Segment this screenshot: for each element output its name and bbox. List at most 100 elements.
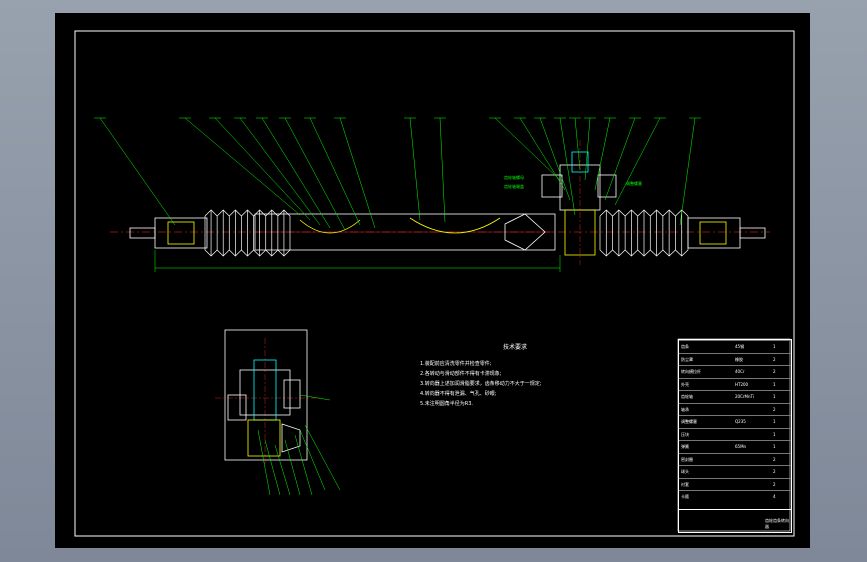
part-name: 防尘罩 <box>681 356 693 362</box>
leader-line <box>604 117 636 201</box>
part-qty: 1 <box>773 419 776 424</box>
part-name: 转向横拉杆 <box>681 369 701 374</box>
title-block-row: 转向横拉杆 40Cr 2 <box>679 365 791 380</box>
part-name: 弹簧 <box>681 444 689 449</box>
leader-line <box>494 117 561 181</box>
title-block-row: 衬套 2 <box>679 477 791 493</box>
title-block-row: 球头 2 <box>679 465 791 480</box>
part-qty: 1 <box>773 431 776 437</box>
part-qty: 2 <box>773 481 776 487</box>
leader-line <box>574 117 581 171</box>
leader-line <box>309 117 361 226</box>
leader-line <box>519 117 566 191</box>
leader-line <box>261 117 331 229</box>
leader-line <box>439 117 446 223</box>
side-label-3: 调整螺塞 <box>626 181 642 186</box>
leader-line <box>99 117 176 226</box>
leader-lines <box>94 117 701 231</box>
part-qty: 2 <box>773 356 776 362</box>
title-block-row: 弹簧 65Mn 1 <box>679 440 791 455</box>
part-material: 橡胶 <box>735 356 743 362</box>
part-qty: 4 <box>773 494 776 499</box>
section-leader-line <box>257 429 271 496</box>
part-qty: 1 <box>773 394 776 399</box>
technical-notes: 技术要求 1.装配前应清洗零件并检查零件; 2.各转动与滑动部件不得有卡滞现象;… <box>420 343 610 409</box>
boot-left <box>204 209 291 257</box>
rack-housing <box>254 213 556 251</box>
part-name: 外壳 <box>681 381 689 387</box>
part-name: 球头 <box>681 469 689 474</box>
title-block-row: 轴承 2 <box>679 402 791 418</box>
section-leader-line <box>299 429 326 491</box>
leader-line <box>539 117 571 201</box>
part-name: 齿轮轴 <box>681 394 693 399</box>
note-line: 2.各转动与滑动部件不得有卡滞现象; <box>420 371 502 377</box>
leader-line <box>339 117 376 229</box>
leader-line <box>594 117 611 191</box>
tie-rod-end-right <box>687 217 766 249</box>
part-name: 卡箍 <box>681 494 689 499</box>
part-qty: 1 <box>773 444 776 449</box>
note-line: 5.未注明圆角半径为R3. <box>420 401 474 407</box>
part-material: 20CrMnTi <box>735 394 754 399</box>
part-qty: 2 <box>773 406 776 412</box>
pinion-housing <box>541 140 617 265</box>
title-block-footer: 齿轮齿条转向器 <box>679 509 791 532</box>
title-block-row: 外壳 HT200 1 <box>679 377 791 393</box>
leader-line <box>409 117 421 221</box>
part-name: 齿条 <box>681 344 689 349</box>
part-material: Q235 <box>735 419 746 424</box>
tie-rod-end-left <box>129 217 208 249</box>
drawing-name: 齿轮齿条转向器 <box>765 518 789 529</box>
part-name: 压块 <box>681 431 689 437</box>
technical-notes-title: 技术要求 <box>502 344 527 351</box>
leader-line <box>584 117 591 181</box>
title-block-row: 压块 1 <box>679 427 791 443</box>
part-material: 40Cr <box>735 369 745 374</box>
section-leader-line <box>284 439 301 496</box>
part-material: HT200 <box>735 381 749 387</box>
section-leader-line <box>299 394 331 401</box>
leader-line <box>239 117 321 226</box>
part-name: 轴承 <box>681 406 689 412</box>
note-line: 1.装配前应清洗零件并检查零件; <box>420 361 492 367</box>
section-leader-line <box>294 434 313 496</box>
leader-line <box>679 117 696 226</box>
part-name: 衬套 <box>681 481 689 487</box>
drawing-sheet <box>55 13 810 548</box>
part-material: 45钢 <box>735 344 745 349</box>
part-material: 65Mn <box>735 444 747 449</box>
title-block-row: 密封圈 2 <box>679 452 791 468</box>
title-block-row: 调整螺塞 Q235 1 <box>679 415 791 430</box>
title-block-row: 齿条 45钢 1 <box>679 340 791 355</box>
side-label-1: 齿轮轴螺母 <box>504 175 524 180</box>
leader-line <box>559 117 576 216</box>
part-name: 密封圈 <box>681 456 693 462</box>
title-block-row: 卡箍 4 <box>679 490 791 505</box>
pinion-section-view <box>215 329 320 465</box>
note-line: 3.转向器上述加润滑脂要求，齿条移动力不大于一规定; <box>420 381 542 387</box>
section-leader-lines <box>257 394 341 496</box>
title-block-row: 齿轮轴 20CrMnTi 1 <box>679 390 791 405</box>
part-qty: 1 <box>773 381 776 387</box>
section-leader-line <box>304 424 341 491</box>
part-qty: 2 <box>773 469 776 474</box>
part-name: 调整螺塞 <box>681 419 697 424</box>
note-line: 4.转向器不得有泄漏、气孔、砂眼; <box>420 391 497 397</box>
part-qty: 1 <box>773 344 776 349</box>
boot-right <box>599 209 689 257</box>
sheet-border <box>74 30 795 537</box>
overall-dimension <box>154 250 561 272</box>
title-block-row: 防尘罩 橡胶 2 <box>679 352 791 368</box>
section-leader-line <box>274 444 291 496</box>
side-label-2: 齿轮轴端盖 <box>504 184 524 189</box>
leader-line <box>214 117 311 221</box>
leader-line <box>184 117 301 216</box>
title-block: 齿条 45钢 1 防尘罩 橡胶 2 转向横拉杆 40Cr 2 外壳 HT200 1 齿轮轴 20CrMnT… <box>678 339 792 533</box>
part-qty: 2 <box>773 456 776 462</box>
part-qty: 2 <box>773 369 776 374</box>
section-leader-line <box>264 439 281 496</box>
leader-line <box>614 117 661 206</box>
leader-line <box>284 117 346 231</box>
